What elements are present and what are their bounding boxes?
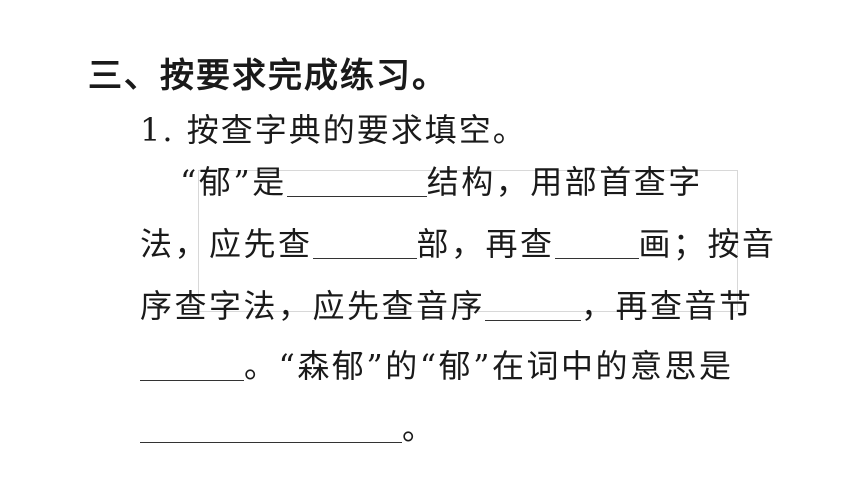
line-text: ，再查音节 [581, 287, 754, 325]
exercise-line-5: 。 [140, 408, 437, 448]
line-text: 。“森郁”的“郁”在词中的意思是 [244, 347, 734, 385]
meaning-blank[interactable] [140, 412, 402, 443]
line-text: “郁”是 [180, 163, 287, 201]
exercise-line-2: 法，应先查 部，再查 画；按音 [140, 224, 777, 264]
exercise-line-1: “郁”是 结构，用部首查字 [180, 162, 703, 202]
exercise-line-4: 。“森郁”的“郁”在词中的意思是 [140, 346, 733, 386]
syllable-blank[interactable] [140, 350, 244, 381]
line-text: 法，应先查 [140, 225, 313, 263]
radical-blank[interactable] [312, 228, 417, 259]
stroke-count-blank[interactable] [554, 228, 639, 259]
question-title: 1. 按查字典的要求填空。 [140, 111, 527, 149]
initial-letter-blank[interactable] [485, 290, 582, 321]
line-text: 结构，用部首查字 [426, 163, 703, 201]
line-text: 部，再查 [416, 225, 555, 263]
section-title: 三、按要求完成练习。 [88, 56, 448, 96]
line-text: 序查字法，应先查音序 [140, 287, 486, 325]
line-text: 画；按音 [638, 225, 777, 263]
exercise-line-3: 序查字法，应先查音序 ，再查音节 [140, 286, 754, 326]
line-text: 。 [402, 409, 437, 447]
structure-blank[interactable] [286, 166, 427, 197]
